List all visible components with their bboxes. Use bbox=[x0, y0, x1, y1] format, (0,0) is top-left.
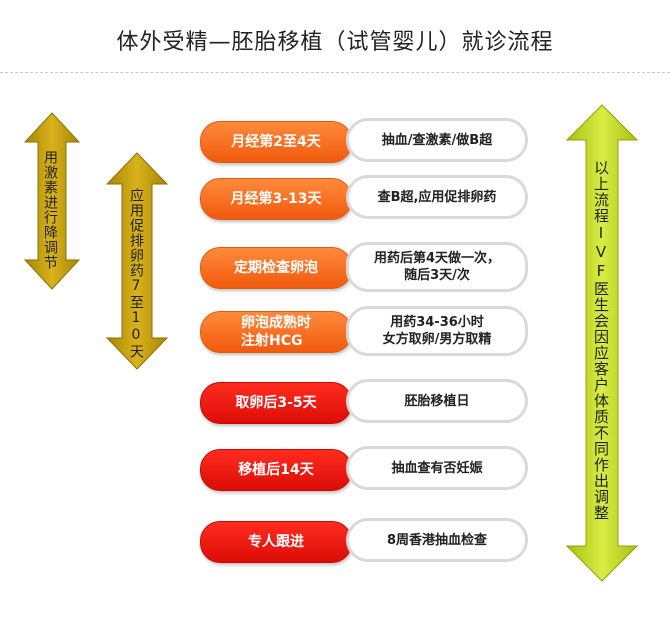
right-arrow-label: 以上流程IVF医生会因应客户体质不同作出调整 bbox=[592, 160, 610, 521]
step-label-line-2: 注射HCG bbox=[241, 333, 303, 349]
step-description-line-2: 随后3天/次 bbox=[404, 268, 470, 283]
left-arrow-label-1: 用激素进行降调节 bbox=[42, 150, 58, 270]
left-arrow-downregulation: 用激素进行降调节 bbox=[24, 112, 80, 290]
right-arrow-adjustment: 以上流程IVF医生会因应客户体质不同作出调整 bbox=[566, 104, 638, 582]
step-description: 用药后第4天做一次， 随后3天/次 bbox=[346, 242, 528, 292]
double-arrow-icon bbox=[24, 112, 80, 290]
title-divider bbox=[0, 72, 670, 73]
left-arrow-label-2: 应用促排卵药7至10天 bbox=[128, 188, 144, 359]
flow-step-4: 卵泡成熟时 注射HCG 用药34-36小时 女方取卵/男方取精 bbox=[200, 306, 530, 356]
step-description-line-1: 用药后第4天做一次， bbox=[373, 251, 501, 266]
double-arrow-icon bbox=[106, 152, 168, 370]
step-label-line-1: 卵泡成熟时 bbox=[241, 315, 311, 331]
flow-step-3: 定期检查卵泡 用药后第4天做一次， 随后3天/次 bbox=[200, 242, 530, 292]
step-description: 查B超,应用促排卵药 bbox=[346, 175, 528, 219]
step-description: 抽血/查激素/做B超 bbox=[346, 118, 528, 162]
step-label: 定期检查卵泡 bbox=[200, 247, 352, 289]
step-label: 卵泡成熟时 注射HCG bbox=[200, 311, 352, 353]
flow-step-1: 月经第2至4天 抽血/查激素/做B超 bbox=[200, 118, 530, 164]
step-label: 取卵后3-5天 bbox=[200, 382, 352, 424]
step-label: 月经第3-13天 bbox=[200, 178, 352, 220]
double-arrow-icon bbox=[566, 104, 638, 582]
step-description: 用药34-36小时 女方取卵/男方取精 bbox=[346, 306, 528, 356]
flow-step-2: 月经第3-13天 查B超,应用促排卵药 bbox=[200, 175, 530, 221]
step-label: 月经第2至4天 bbox=[200, 121, 352, 163]
flow-step-5: 取卵后3-5天 胚胎移植日 bbox=[200, 379, 530, 425]
step-description: 胚胎移植日 bbox=[346, 379, 528, 423]
flow-step-7: 专人跟进 8周香港抽血检查 bbox=[200, 518, 530, 564]
step-description: 抽血查有否妊娠 bbox=[346, 446, 528, 490]
step-label: 专人跟进 bbox=[200, 521, 352, 563]
step-label: 移植后14天 bbox=[200, 449, 352, 491]
step-description-line-1: 用药34-36小时 bbox=[390, 315, 484, 330]
step-description: 8周香港抽血检查 bbox=[346, 518, 528, 562]
step-description-line-2: 女方取卵/男方取精 bbox=[382, 332, 492, 347]
flow-step-6: 移植后14天 抽血查有否妊娠 bbox=[200, 446, 530, 492]
left-arrow-stimulation: 应用促排卵药7至10天 bbox=[106, 152, 168, 370]
page-title: 体外受精—胚胎移植（试管婴儿）就诊流程 bbox=[116, 30, 554, 55]
